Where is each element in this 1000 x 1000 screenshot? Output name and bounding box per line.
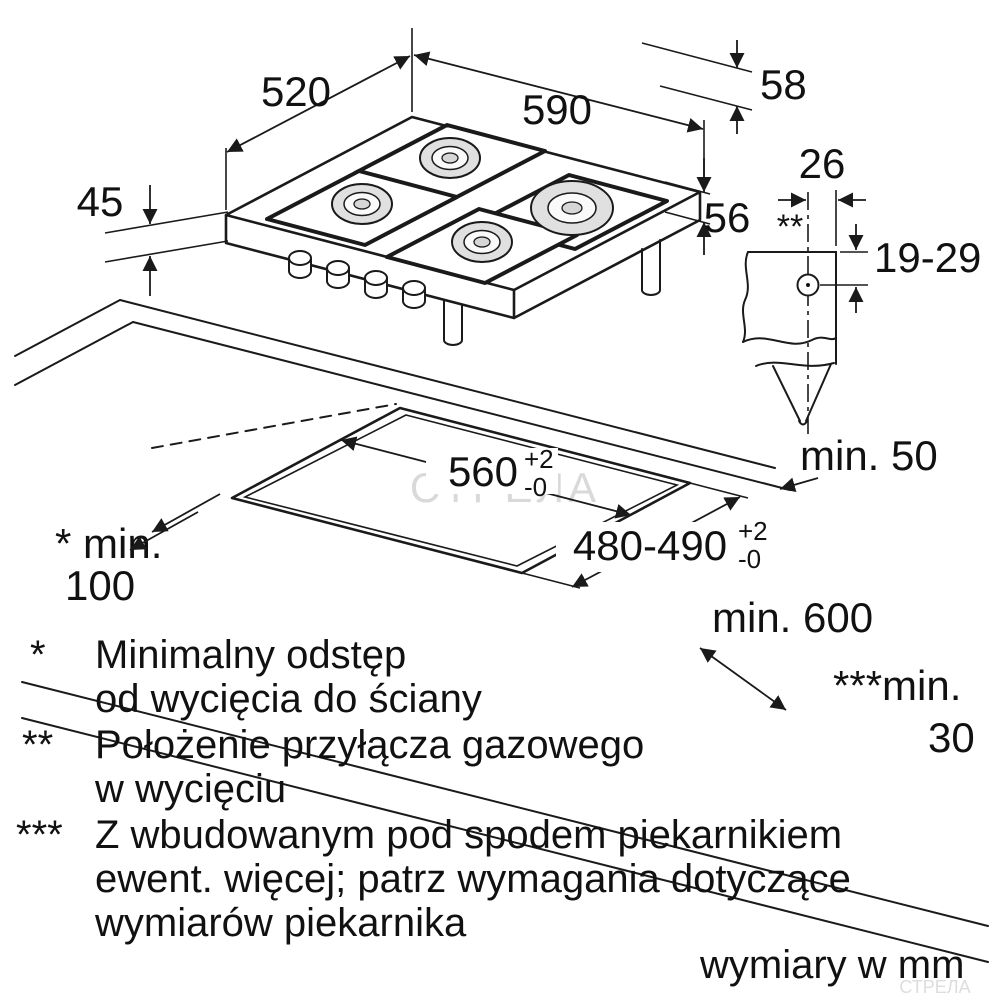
worktop-drawing: СТРЕЛА 560 +2 -0 480-490 +2 -0 min. 50 *… [14,299,989,963]
dim-560-label: 560 [448,448,518,495]
legend-2-line-2: w wycięciu [94,767,286,811]
alignment-dashed-line [151,403,397,449]
dim-480-ext-rear [689,482,749,499]
min-600-arrow [699,647,787,711]
burner-left [331,183,393,225]
dim-45-ext-top [104,211,229,234]
gas-connection-detail: 26 ** 19-29 [742,140,981,436]
min-100-value: 100 [65,562,135,609]
min-100-arrow-2 [129,511,199,551]
legend: * Minimalny odstęp od wycięcia do ściany… [16,633,851,945]
dim-560-tol-plus: +2 [524,444,554,474]
worktop-front-edge-bottom [21,717,989,963]
dim-480-ext-front [521,572,581,589]
dim-line-590 [413,51,704,133]
dim-560-tol-minus: -0 [524,472,547,502]
gas-break-line-lower [755,361,835,367]
dim-480-tol-minus: -0 [738,544,761,574]
dim-45-label: 45 [77,178,124,225]
dim-26-label: 26 [799,140,846,187]
hob-body-fill [226,192,700,318]
gas-bracket-left-wavy [742,251,749,343]
gas-inlet-center-dot [806,283,810,287]
gas-bracket-top-right [747,251,837,365]
legend-3-line-1: Z wbudowanym pod spodem piekarnikiem [95,813,842,857]
dim-56-ext-top [664,181,711,195]
worktop-left-edge-lower [14,321,134,386]
legend-3-line-3: wymiarów piekarnika [94,901,467,945]
dim-480-label: 480-490 [573,522,727,569]
worktop-left-edge-upper [14,299,121,357]
legend-marker-2: ** [22,723,53,767]
dim-58-ext-bottom [659,85,753,111]
gas-tail-tip [798,420,808,426]
worktop-rear-edge [132,321,791,491]
burner-back [419,137,481,179]
dim-520-label: 520 [261,68,331,115]
min-50-arrow [779,477,819,493]
min-50-label: min. 50 [800,432,938,479]
legend-3-line-2: ewent. więcej; patrz wymagania dotyczące [95,857,851,901]
legend-2-line-1: Położenie przyłącza gazowego [95,723,644,767]
min-100-arrow-1 [151,493,221,533]
min-600-label: min. 600 [712,594,873,641]
gas-tail-left [772,365,801,422]
gas-tail-right [805,363,832,422]
watermark-corner: СТРЕЛА [899,977,970,997]
dim-480-tol-plus: +2 [738,516,768,546]
dim-58-label: 58 [760,61,807,108]
dim-480-label-bg [556,522,778,572]
dim-56-label: 56 [704,194,751,241]
min-30-value: 30 [928,714,975,761]
control-knobs [288,250,426,309]
dim-45-ext-bottom [104,240,229,263]
min-30-label: ***min. [833,662,961,709]
burner-right-large [530,180,614,236]
legend-marker-1: * [30,633,46,677]
legend-1-line-1: Minimalny odstęp [95,633,406,677]
worktop-front-edge-top [21,681,989,927]
hob-leg-right [641,239,661,296]
legend-marker-3: *** [16,813,63,857]
gas-position-marker: ** [777,208,803,246]
gas-break-line-upper [742,336,837,345]
min-100-label: * min. [55,520,162,567]
wall-top-line [119,299,776,469]
legend-1-line-2: od wycięcia do ściany [95,677,482,721]
dim-590-label: 590 [522,86,592,133]
dim-line-520 [226,55,411,153]
hob-leg-front [443,299,463,346]
dim-58-ext-top [641,42,753,73]
dim-560-label-bg [426,448,558,494]
hob-drawing [224,115,702,346]
units-note: wymiary w mm [699,943,964,987]
dim-1929-label: 19-29 [874,234,981,281]
burner-front [451,221,513,263]
hob-dimensions: 520 590 58 45 56 [77,28,807,296]
